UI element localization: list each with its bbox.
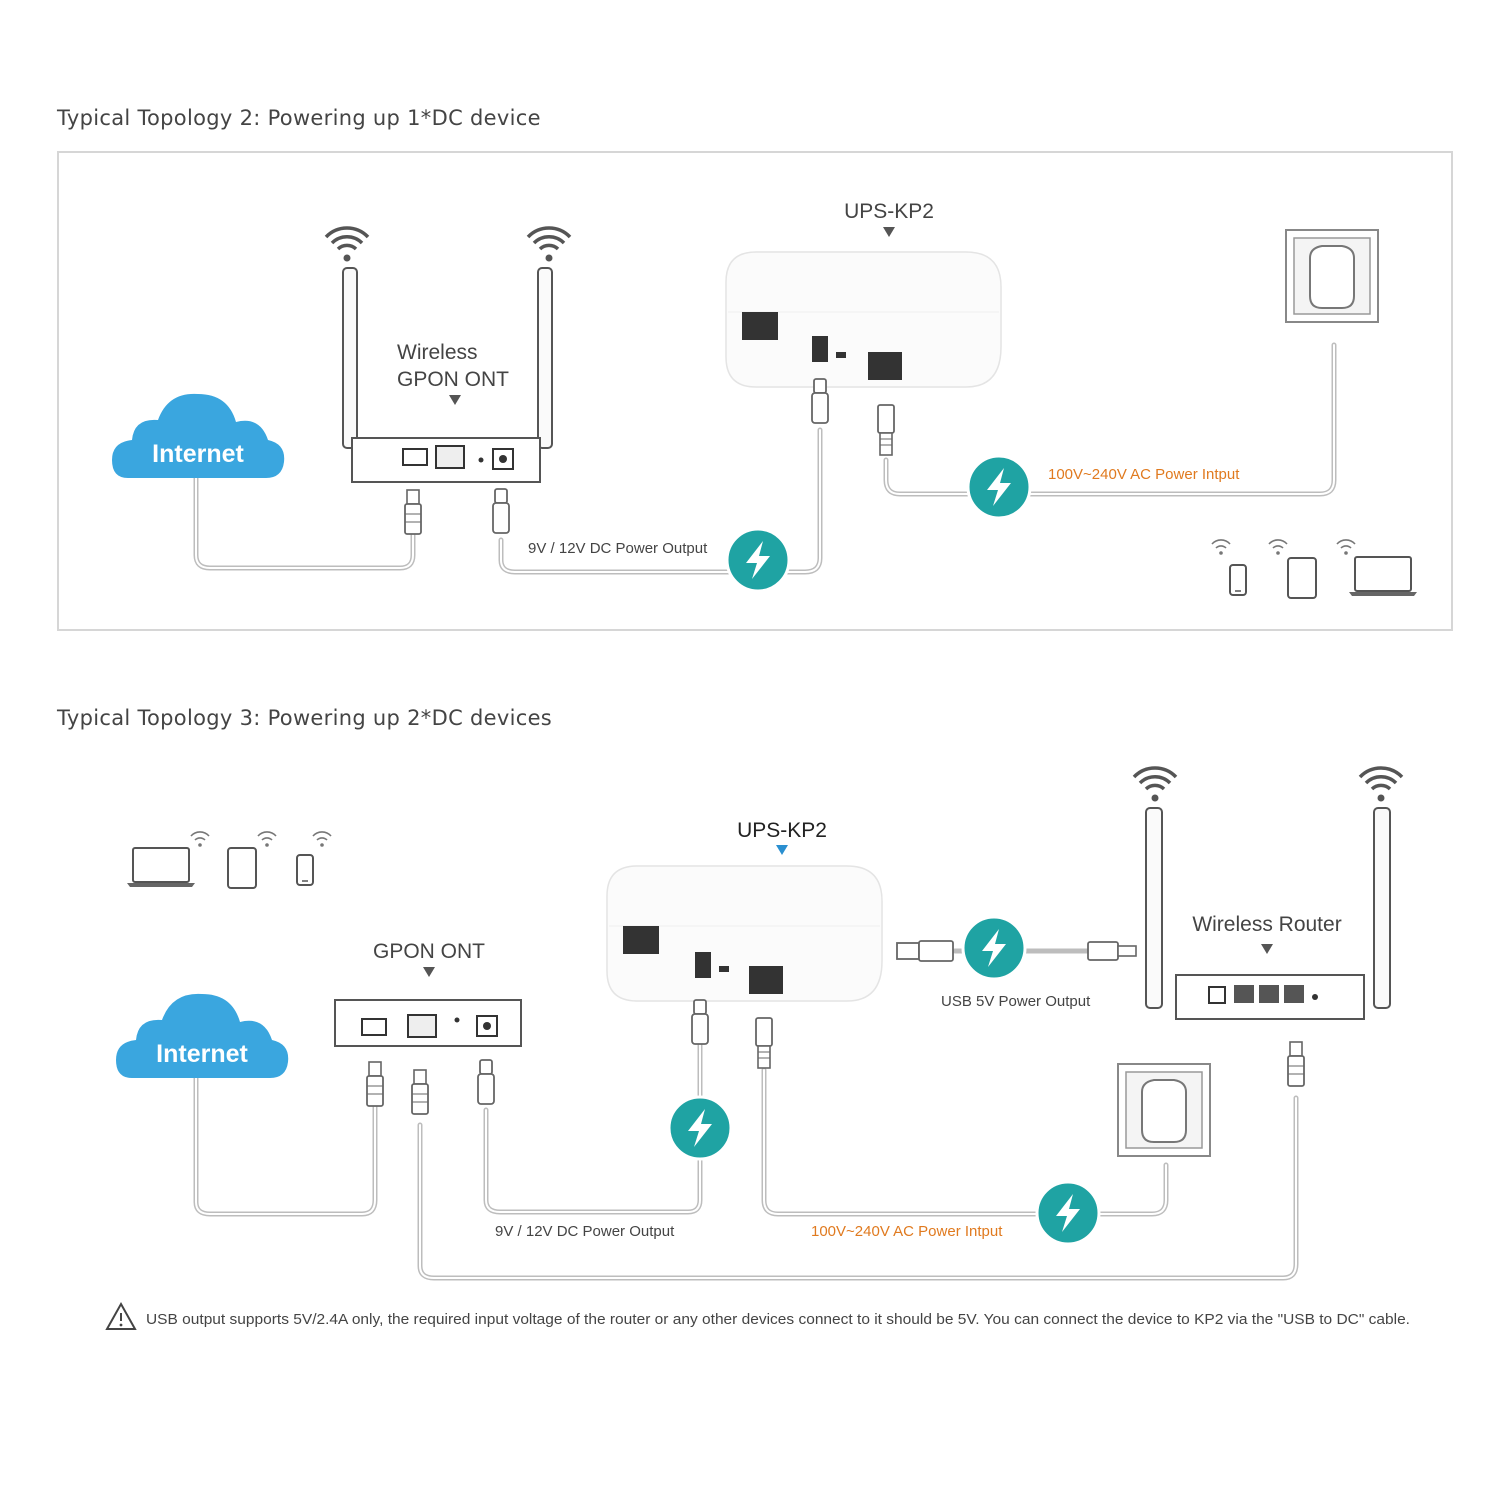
t2-rj45-plug	[404, 489, 422, 535]
t3-ont-dc-plug	[477, 1059, 495, 1105]
t3-usb-output-label: USB 5V Power Output	[941, 993, 1091, 1010]
t3-ups-label: UPS-KP2	[737, 819, 827, 842]
t3-rj45-plug-internet	[366, 1061, 384, 1107]
t2-ont-label-line2: GPON ONT	[397, 368, 509, 391]
t2-ups-label: UPS-KP2	[844, 200, 934, 223]
t2-ont-label-line1: Wireless	[397, 341, 478, 364]
laptop-icon	[1348, 556, 1418, 597]
phone-icon	[1229, 564, 1247, 596]
t3-wireless-router	[1145, 807, 1391, 1020]
wifi-icon	[1268, 539, 1288, 556]
laptop-icon	[126, 847, 196, 888]
wifi-icon	[257, 831, 277, 848]
t3-note: USB output supports 5V/2.4A only, the re…	[146, 1311, 1410, 1328]
t3-usb-plug	[896, 940, 954, 962]
t3-ups-device	[606, 865, 883, 1002]
t2-ups-device	[725, 251, 1002, 388]
t3-gpon-ont	[334, 999, 522, 1047]
wifi-icon	[324, 226, 370, 264]
t2-wireless-ont	[342, 267, 553, 483]
phone-icon	[296, 854, 314, 886]
t3-ups-pointer	[776, 845, 788, 855]
t3-ac-plug	[755, 1017, 773, 1069]
t2-dc-output-label: 9V / 12V DC Power Output	[528, 540, 708, 557]
wifi-icon	[1336, 539, 1356, 556]
t3-router-label: Wireless Router	[1192, 913, 1341, 936]
t3-router-rj45-plug	[1287, 1041, 1305, 1087]
lightning-icon	[725, 527, 791, 593]
t3-ups-dc-plug	[691, 999, 709, 1045]
t3-ac-input-label: 100V~240V AC Power Intput	[811, 1223, 1003, 1240]
t3-rj45-plug-router	[411, 1069, 429, 1115]
t2-ont-pointer	[449, 395, 461, 405]
lightning-icon	[1035, 1180, 1101, 1246]
wifi-icon	[1358, 766, 1404, 804]
t3-dc-output-label: 9V / 12V DC Power Output	[495, 1223, 675, 1240]
tablet-icon	[227, 847, 257, 889]
t2-ups-dc-plug	[811, 378, 829, 424]
wifi-icon	[1132, 766, 1178, 804]
wifi-icon	[526, 226, 572, 264]
t3-ont-label: GPON ONT	[373, 940, 485, 963]
lightning-icon	[966, 454, 1032, 520]
lightning-icon	[961, 915, 1027, 981]
wifi-icon	[1211, 539, 1231, 556]
t3-internet-label: Internet	[156, 1040, 248, 1068]
warning-icon	[105, 1301, 137, 1330]
wifi-icon	[190, 831, 210, 848]
t3-usb-dc-plug	[1087, 941, 1137, 961]
t3-ont-pointer	[423, 967, 435, 977]
t2-ac-plug	[877, 404, 895, 456]
power-socket-icon	[1117, 1063, 1211, 1157]
t3-router-pointer	[1261, 944, 1273, 954]
t2-ups-pointer	[883, 227, 895, 237]
t2-internet-label: Internet	[152, 440, 244, 468]
wifi-icon	[312, 831, 332, 848]
topology2-title: Typical Topology 2: Powering up 1*DC dev…	[57, 106, 541, 130]
tablet-icon	[1287, 557, 1317, 599]
t2-ont-dc-plug	[492, 488, 510, 534]
topology3-title: Typical Topology 3: Powering up 2*DC dev…	[57, 706, 553, 730]
power-socket-icon	[1285, 229, 1379, 323]
lightning-icon	[667, 1095, 733, 1161]
t2-ac-input-label: 100V~240V AC Power Intput	[1048, 466, 1240, 483]
